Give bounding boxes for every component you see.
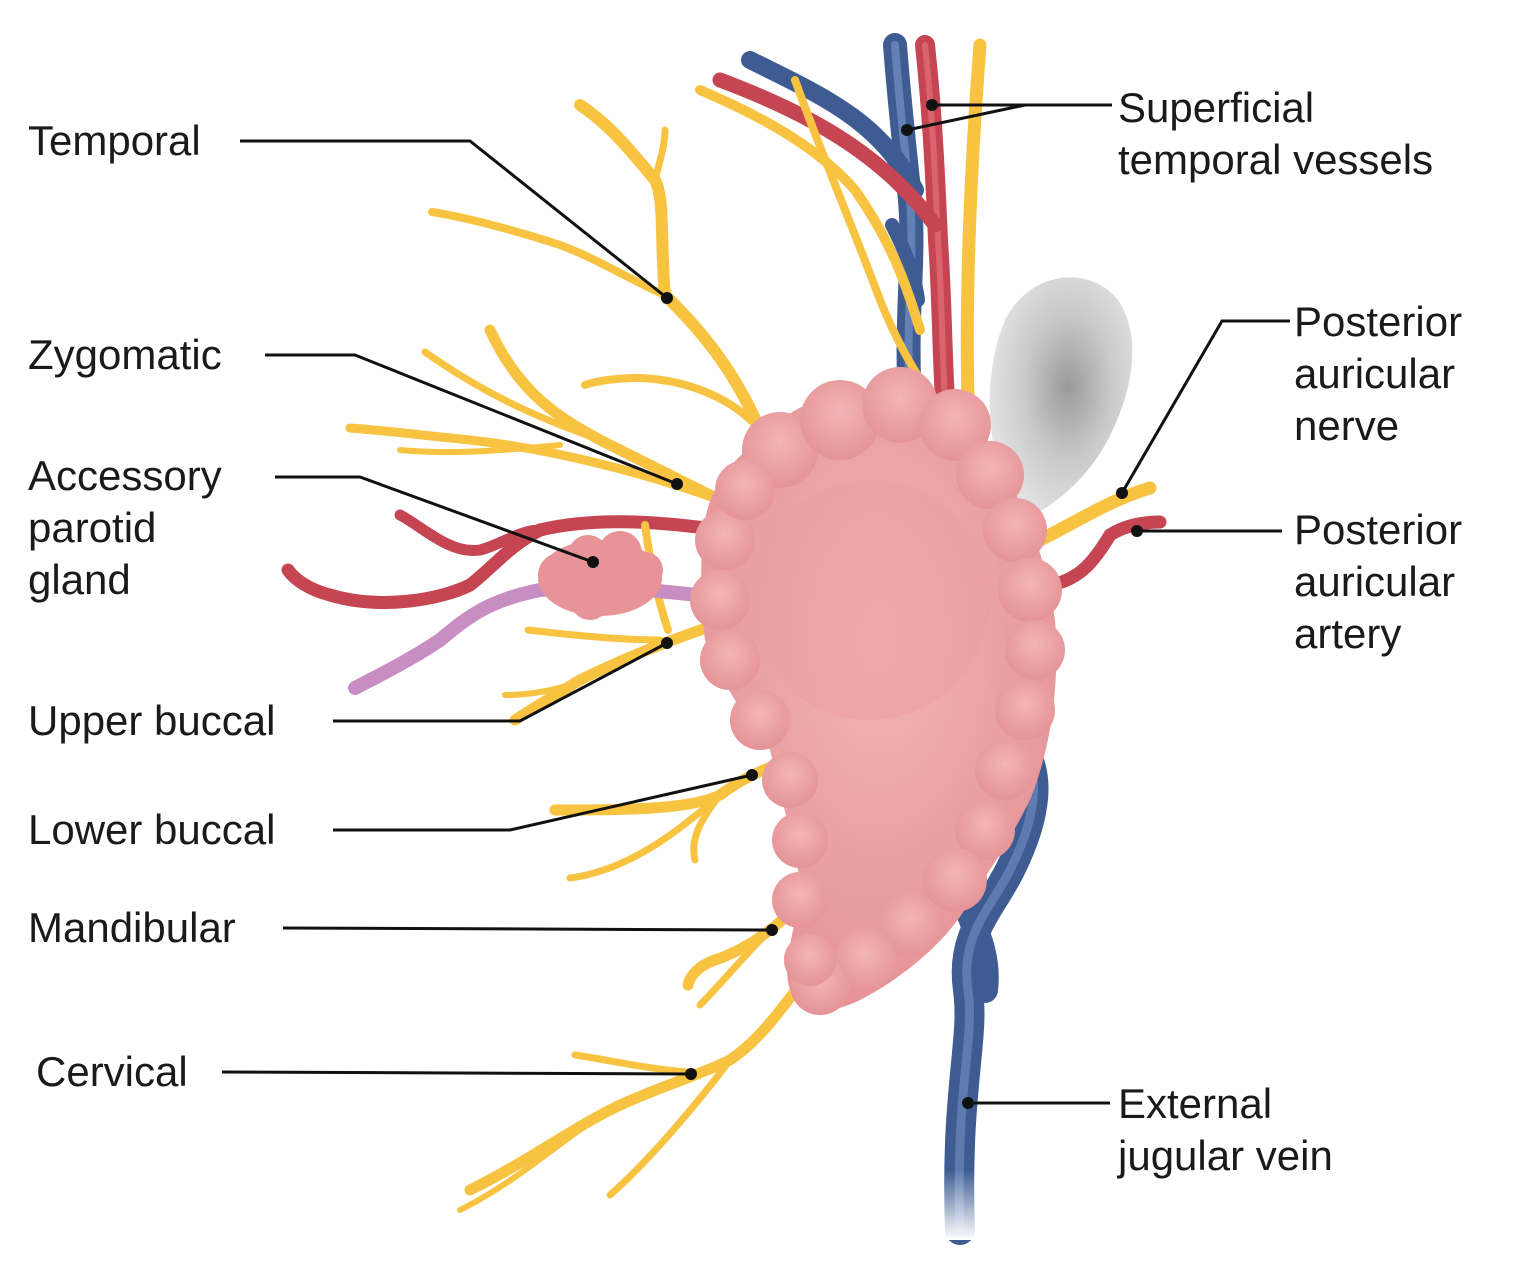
leader-accessory xyxy=(275,475,594,564)
leader-temporal xyxy=(240,139,668,300)
label-external-jugular-vein: External jugular vein xyxy=(1118,1080,1333,1179)
cervical-nerve-branches xyxy=(457,979,806,1213)
leader-mandibular xyxy=(282,926,773,932)
temporal-nerve-branches xyxy=(428,76,944,436)
leader-posterior-auricular-nerve xyxy=(1120,319,1290,494)
label-zygomatic: Zygomatic xyxy=(28,331,222,378)
transverse-facial-artery xyxy=(281,509,727,609)
leader-upper-buccal xyxy=(333,641,668,723)
label-accessory-parotid-gland: Accessory parotid gland xyxy=(28,452,222,603)
leader-zygomatic xyxy=(265,353,678,486)
label-posterior-auricular-nerve: Posterior auricular nerve xyxy=(1294,298,1463,449)
label-lower-buccal: Lower buccal xyxy=(28,806,276,853)
label-posterior-auricular-artery: Posterior auricular artery xyxy=(1294,506,1463,657)
leader-lines xyxy=(221,103,1290,1105)
leader-cervical xyxy=(221,1070,692,1076)
leader-dots xyxy=(587,99,1143,1109)
leader-superficial-temporal-b xyxy=(906,103,1026,132)
label-cervical: Cervical xyxy=(36,1048,188,1095)
posterior-auricular-artery-strand xyxy=(1043,515,1167,592)
posterior-auricular-nerve-strand xyxy=(1033,481,1157,547)
ear-shape xyxy=(989,277,1133,520)
label-superficial-temporal-vessels: Superficial temporal vessels xyxy=(1118,84,1434,183)
leader-lower-buccal xyxy=(333,773,753,832)
label-upper-buccal: Upper buccal xyxy=(28,697,276,744)
label-temporal: Temporal xyxy=(28,117,201,164)
auriculotemporal-nerve xyxy=(960,38,987,407)
label-mandibular: Mandibular xyxy=(28,904,236,951)
zygomatic-nerve-branches xyxy=(345,324,726,506)
parotid-gland xyxy=(690,367,1065,1015)
accessory-parotid-gland xyxy=(538,531,663,620)
